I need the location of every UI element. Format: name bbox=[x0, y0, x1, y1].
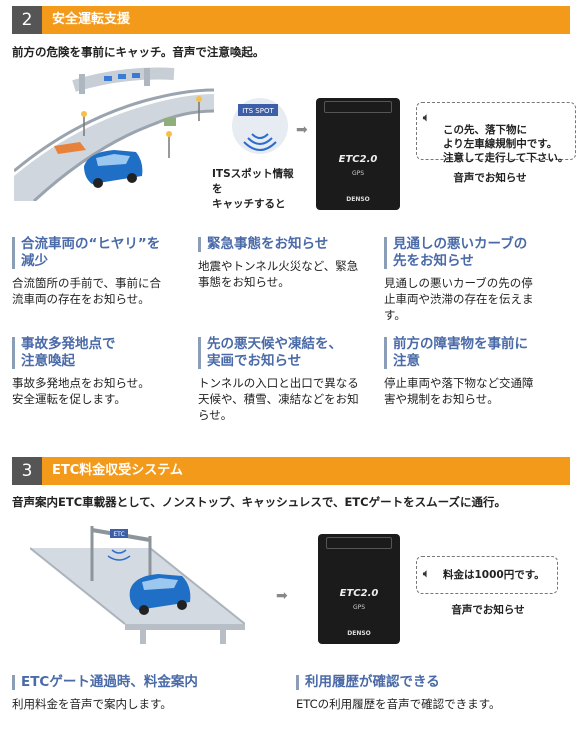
feature-title: 合流車両の“ヒヤリ”を 減少 bbox=[12, 236, 187, 270]
section3-number: 3 bbox=[12, 457, 42, 485]
device-logo: ETC2.0 bbox=[338, 154, 378, 165]
feature-desc: 利用料金を音声で案内します。 bbox=[12, 697, 172, 711]
gate-label: ETC bbox=[113, 531, 124, 538]
feature-gate-fee: ETCゲート通過時、料金案内 利用料金を音声で案内します。 bbox=[12, 674, 272, 712]
voice-bubble: 🔈︎ 料金は1000円です。 bbox=[416, 556, 558, 594]
feature-desc: 合流箇所の手前で、事前に合 流車両の存在をお知らせ。 bbox=[12, 276, 162, 306]
section2-number: 2 bbox=[12, 6, 42, 34]
voice-caption: 音声でお知らせ bbox=[451, 604, 525, 616]
section3-title: ETC料金収受システム bbox=[52, 463, 183, 478]
highway-illustration bbox=[14, 67, 214, 201]
feature-merge: 合流車両の“ヒヤリ”を 減少 合流箇所の手前で、事前に合 流車両の存在をお知らせ… bbox=[12, 236, 187, 307]
card-slot bbox=[326, 537, 392, 549]
speaker-icon: 🔈︎ bbox=[423, 567, 430, 580]
speaker-icon: 🔈︎ bbox=[423, 111, 430, 124]
feature-accident: 事故多発地点で 注意喚起 事故多発地点をお知らせ。 安全運転を促します。 bbox=[12, 336, 187, 407]
bubble-text: この先、落下物に より左車線規制中です。 注意して走行して下さい。 bbox=[443, 124, 569, 164]
device-brand: DENSO bbox=[346, 196, 370, 203]
bubble-text: 料金は1000円です。 bbox=[443, 569, 545, 581]
section3-header: 3 ETC料金収受システム bbox=[12, 457, 570, 485]
its-sign-label: ITS SPOT bbox=[242, 107, 274, 115]
etc-device: ETC2.0 GPS DENSO bbox=[318, 534, 400, 644]
feature-title: 利用履歴が確認できる bbox=[296, 674, 566, 691]
section2-lead: 前方の危険を事前にキャッチ。音声で注意喚起。 bbox=[12, 45, 265, 59]
feature-history: 利用履歴が確認できる ETCの利用履歴を音声で確認できます。 bbox=[296, 674, 566, 712]
device-logo: ETC2.0 bbox=[339, 588, 379, 599]
feature-desc: 地震やトンネル火災など、緊急 事態をお知らせ。 bbox=[198, 259, 359, 289]
feature-desc: 停止車両や落下物など交通障 害や規制をお知らせ。 bbox=[384, 376, 534, 406]
feature-title: 緊急事態をお知らせ bbox=[198, 236, 378, 253]
feature-desc: 事故多発地点をお知らせ。 安全運転を促します。 bbox=[12, 376, 150, 406]
voice-bubble: 🔈︎ この先、落下物に より左車線規制中です。 注意して走行して下さい。 bbox=[416, 102, 576, 164]
section2-header: 2 安全運転支援 bbox=[12, 6, 570, 34]
section3-lead: 音声案内ETC車載器として、ノンストップ、キャッシュレスで、ETCゲートをスムー… bbox=[12, 495, 507, 509]
device-gps-label: GPS bbox=[352, 604, 366, 611]
section2-title: 安全運転支援 bbox=[52, 12, 131, 27]
feature-title: 事故多発地点で 注意喚起 bbox=[12, 336, 187, 370]
voice-caption: 音声でお知らせ bbox=[453, 172, 527, 184]
arrow-right-icon: ➡ bbox=[296, 122, 308, 138]
feature-curve: 見通しの悪いカーブの 先をお知らせ 見通しの悪いカーブの先の停 止車両や渋滞の存… bbox=[384, 236, 564, 323]
feature-title: 前方の障害物を事前に 注意 bbox=[384, 336, 564, 370]
feature-desc: トンネルの入口と出口で異なる 天候や、積雪、凍結などをお知 らせ。 bbox=[198, 376, 359, 422]
feature-desc: ETCの利用履歴を音声で確認できます。 bbox=[296, 697, 501, 711]
device-gps-label: GPS bbox=[351, 170, 365, 177]
feature-title: 見通しの悪いカーブの 先をお知らせ bbox=[384, 236, 564, 270]
arrow-right-icon: ➡ bbox=[276, 588, 288, 604]
etc-gate-illustration: ETC bbox=[30, 526, 245, 644]
feature-obstacle: 前方の障害物を事前に 注意 停止車両や落下物など交通障 害や規制をお知らせ。 bbox=[384, 336, 564, 407]
etc-device: ETC2.0 GPS DENSO bbox=[316, 98, 400, 210]
feature-title: 先の悪天候や凍結を、 実画でお知らせ bbox=[198, 336, 378, 370]
device-brand: DENSO bbox=[347, 630, 371, 637]
feature-emergency: 緊急事態をお知らせ 地震やトンネル火災など、緊急 事態をお知らせ。 bbox=[198, 236, 378, 290]
feature-desc: 見通しの悪いカーブの先の停 止車両や渋滞の存在を伝えま す。 bbox=[384, 276, 534, 322]
card-slot bbox=[324, 101, 392, 113]
its-caption: ITSスポット情報を キャッチすると bbox=[212, 168, 294, 210]
feature-weather: 先の悪天候や凍結を、 実画でお知らせ トンネルの入口と出口で異なる 天候や、積雪… bbox=[198, 336, 378, 423]
feature-title: ETCゲート通過時、料金案内 bbox=[12, 674, 272, 691]
its-spot-icon: ITS SPOT bbox=[232, 98, 288, 154]
